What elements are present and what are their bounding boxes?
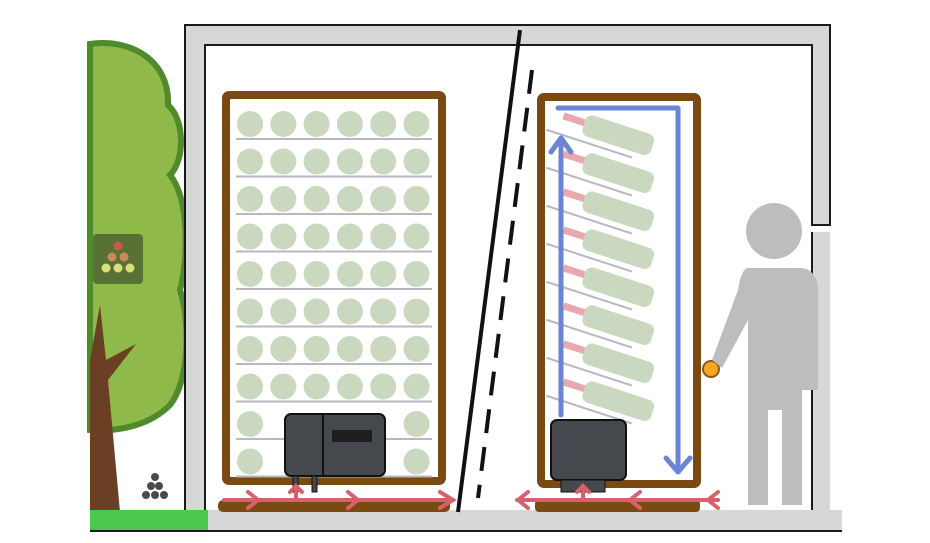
section-divider [456, 29, 522, 513]
bottle [270, 373, 297, 400]
bottle [303, 186, 330, 212]
person-icon [712, 203, 818, 505]
bottle [237, 336, 263, 362]
building [90, 24, 842, 532]
right-cabinet-base [535, 500, 700, 512]
bottle [237, 261, 263, 287]
tree [87, 40, 190, 512]
bottle [270, 223, 297, 250]
internal-airflow [548, 105, 693, 475]
bottle [370, 223, 397, 250]
bottle [237, 186, 263, 212]
door-handle-icon[interactable] [702, 360, 720, 378]
bottle [237, 298, 263, 325]
bottle [237, 373, 263, 400]
bottle [336, 148, 363, 175]
bottle [403, 186, 430, 212]
left-cabinet-base [218, 500, 450, 512]
vent-grille [332, 430, 372, 442]
badge-bottles [101, 241, 135, 273]
right-cabinet [514, 93, 720, 512]
bottle [237, 111, 263, 137]
tree-trunk [90, 305, 136, 512]
bottle-stack-icon [142, 473, 168, 499]
bottle [403, 448, 430, 475]
bottle [336, 261, 363, 287]
bottle [336, 298, 363, 325]
bottle [270, 298, 297, 325]
bottle [270, 148, 297, 175]
bottle [303, 148, 330, 175]
grass [90, 510, 208, 530]
bottle [370, 336, 397, 362]
bottle [370, 298, 397, 325]
bottle [403, 373, 430, 400]
bottle [370, 261, 397, 287]
bottle [370, 373, 397, 400]
bottle [403, 223, 430, 250]
bottle-side [546, 112, 655, 159]
bottle [336, 186, 363, 212]
bottle [237, 223, 263, 250]
right-bottle-rack [546, 112, 655, 425]
bottle [403, 411, 430, 437]
bottle [336, 373, 363, 400]
left-cabinet [218, 91, 457, 512]
bottle [303, 261, 330, 287]
left-cooling-unit [284, 413, 386, 493]
bottle [336, 111, 363, 137]
bottle [303, 223, 330, 250]
bottle [270, 261, 297, 287]
bottle [403, 298, 430, 325]
bottle [403, 148, 430, 175]
bottle [303, 373, 330, 400]
section-divider-dashed [476, 69, 534, 499]
bottle [403, 111, 430, 137]
bottle [370, 111, 397, 137]
floor [205, 510, 842, 530]
bottle [370, 148, 397, 175]
bottle [403, 261, 430, 287]
bottle [336, 336, 363, 362]
bottle [237, 148, 263, 175]
bottle [303, 336, 330, 362]
external-airflow-right [514, 483, 720, 510]
bottle [237, 411, 263, 437]
bottle [270, 186, 297, 212]
bottle [303, 298, 330, 325]
bottle [336, 223, 363, 250]
external-airflow-left [222, 483, 457, 510]
bottle [270, 336, 297, 362]
bottle [303, 111, 330, 137]
bottle [237, 448, 263, 475]
bottle [403, 336, 430, 362]
bottle [370, 186, 397, 212]
bottle [270, 111, 297, 137]
